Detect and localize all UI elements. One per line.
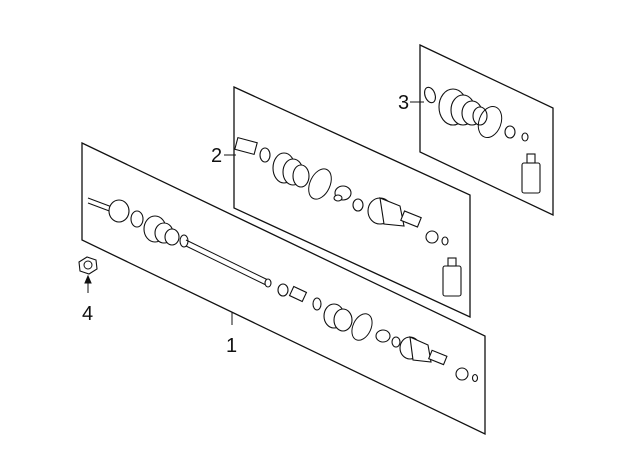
inner-joint-housing [367, 197, 422, 228]
small-clip [441, 236, 449, 246]
snap-ring [504, 125, 516, 139]
clip-ring [277, 283, 289, 297]
arrow-head [84, 274, 92, 284]
panel-3-outline [419, 43, 554, 217]
callout-4: 4 [82, 303, 93, 325]
damper [288, 285, 308, 303]
outer-stub-shaft [87, 197, 130, 223]
boot-band [351, 313, 373, 341]
grease-tube [442, 257, 462, 297]
bearing-cage [375, 329, 391, 343]
boot-band [308, 168, 332, 200]
outer-boot [272, 152, 310, 188]
bearing-cage [333, 185, 352, 202]
dust-seal [455, 367, 469, 381]
dust-seal [425, 230, 439, 244]
grease-packet [234, 136, 258, 156]
callout-1: 1 [226, 335, 237, 357]
boot-band [477, 106, 503, 138]
callout-3: 3 [398, 92, 409, 114]
small-clip [471, 373, 479, 383]
panel-2-joint-kit: 2 [211, 85, 471, 319]
inner-boot [323, 303, 353, 332]
outer-clamp [130, 210, 144, 228]
panel-1-axle-assembly: 1 [81, 141, 486, 436]
snap-ring [352, 198, 364, 212]
panel-3-boot-kit: 3 [398, 43, 554, 217]
inner-joint-housing [399, 336, 448, 366]
axle-shaft [185, 239, 272, 288]
panel-2-outline [233, 85, 471, 319]
cv-boot [438, 88, 488, 126]
clamp-ring [424, 86, 436, 104]
callout-2: 2 [211, 145, 222, 167]
boot-clamp [179, 234, 189, 248]
snap-ring [312, 297, 322, 311]
outer-boot [143, 215, 180, 246]
grease-tube [521, 153, 541, 194]
small-clip [521, 132, 529, 142]
part-4-axle-nut: 4 [78, 256, 98, 325]
clamp-ring [259, 147, 271, 163]
snap-ring [391, 336, 401, 348]
axle-nut [78, 256, 98, 275]
